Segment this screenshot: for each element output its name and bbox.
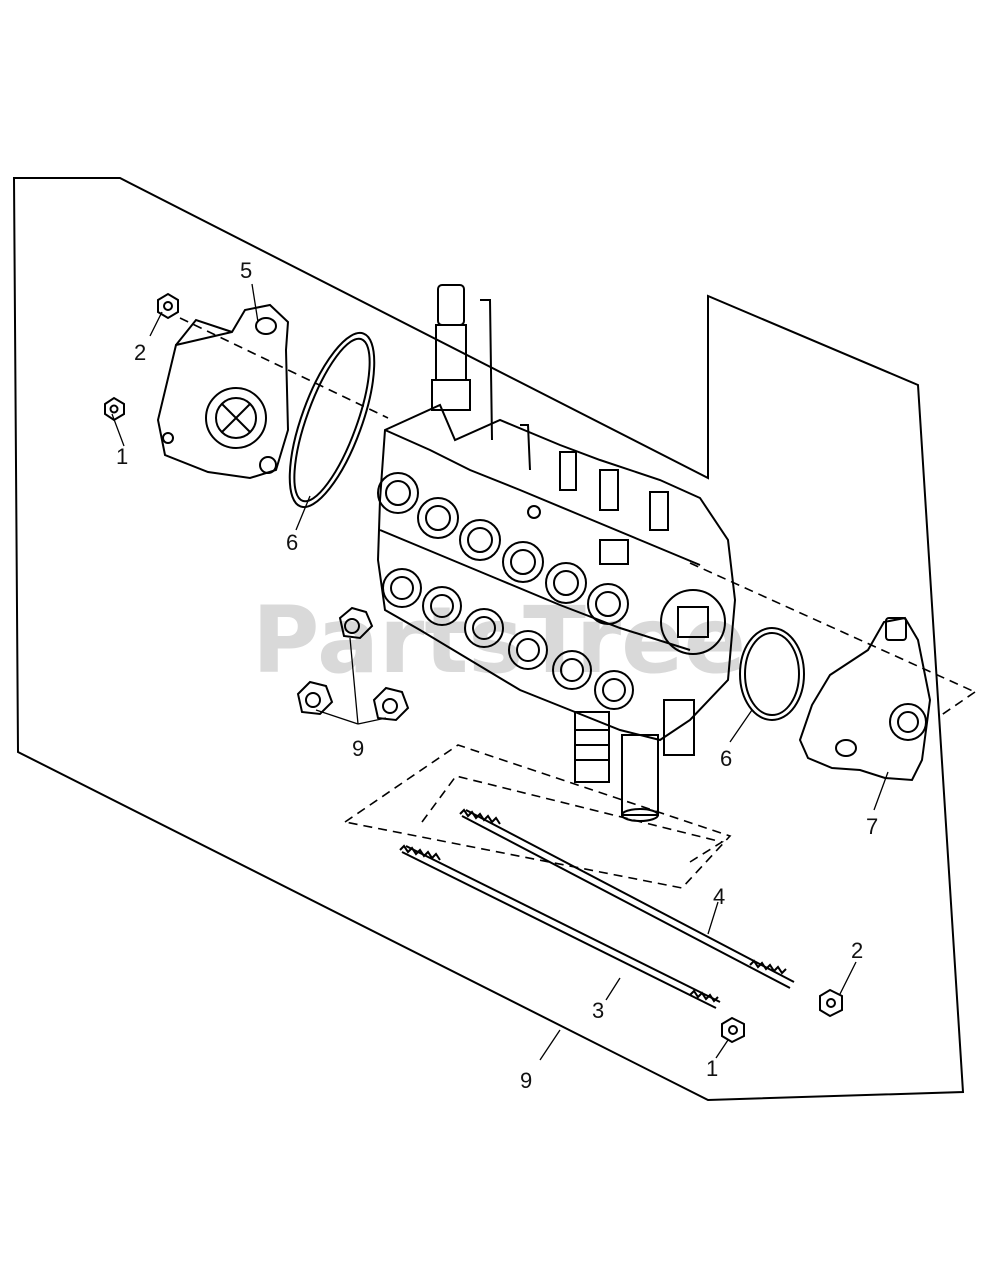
callout-2-bottom: 2 (851, 938, 863, 963)
callout-6-right: 6 (720, 746, 732, 771)
leader-lines (111, 283, 889, 1061)
callout-1-top: 1 (116, 444, 128, 469)
valve-body (376, 284, 737, 822)
callout-6-left: 6 (286, 530, 298, 555)
plug-b (296, 680, 334, 716)
o-ring-right (739, 627, 805, 721)
callout-2-top: 2 (134, 340, 146, 365)
nut-bottom-2 (819, 988, 843, 1018)
callout-9-bottom: 9 (520, 1068, 532, 1093)
callout-3: 3 (592, 998, 604, 1023)
callout-9-mid: 9 (352, 736, 364, 761)
nut-top-2 (157, 292, 179, 320)
callout-4: 4 (713, 884, 725, 909)
plug-c (372, 686, 410, 722)
callout-1-bottom: 1 (706, 1056, 718, 1081)
nut-bottom-1 (721, 1016, 745, 1044)
tie-rod-3 (399, 844, 721, 1009)
o-ring-left (288, 331, 376, 509)
nut-top-1 (104, 396, 125, 422)
end-cap-left (156, 303, 290, 480)
callout-7: 7 (866, 814, 878, 839)
assembly-frame (12, 177, 965, 1102)
plug-a (338, 606, 374, 640)
end-cap-right (798, 616, 932, 782)
tie-rod-4 (459, 808, 795, 989)
callout-5: 5 (240, 258, 252, 283)
alignment-lines (179, 317, 976, 889)
